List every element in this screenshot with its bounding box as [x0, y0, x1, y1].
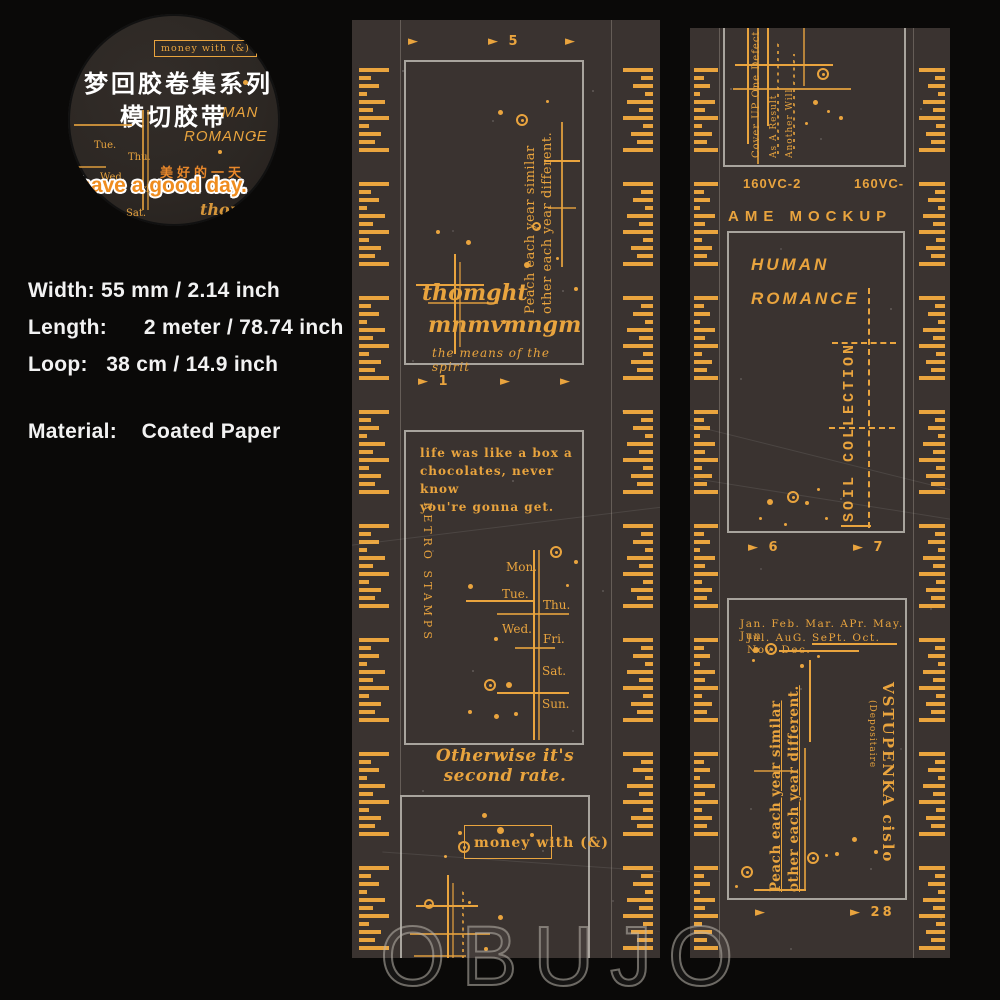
frame-marker: ► 5	[488, 34, 521, 49]
circle-dot	[516, 114, 528, 126]
months-line: Jan. Feb. Mar. APr. May. Jun	[740, 618, 904, 642]
badge-romance-text: ROMANCE	[184, 128, 268, 145]
stamp-frame-3: money with (&)	[400, 795, 608, 958]
circle-dot	[817, 68, 829, 80]
frame-marker: ►	[755, 905, 768, 920]
circle-dot	[550, 546, 562, 558]
perforation-marks-left	[694, 28, 718, 958]
vertical-quote: Peach each year similar other each year …	[768, 685, 802, 892]
perforation-marks-right	[917, 28, 945, 958]
circle-dot	[741, 866, 753, 878]
badge-day-label: Wed.	[100, 172, 125, 183]
circle-dot	[484, 679, 496, 691]
tape-roll-badge: money with (&) 梦回胶卷集系列 模切胶带 MAN ROMANCE …	[68, 14, 280, 226]
spec-length: Length: 2 meter / 78.74 inch	[28, 316, 344, 339]
badge-money-label: money with (&)	[154, 40, 257, 57]
badge-day-label: Fri.	[134, 184, 153, 195]
product-specs: Width: 55 mm / 2.14 inch Length: 2 meter…	[28, 272, 344, 450]
circle-dot	[458, 841, 470, 853]
quote-text: life was like a box a chocolates, never …	[420, 446, 573, 514]
day-label: Tue.	[502, 587, 529, 601]
circle-dot	[532, 222, 541, 231]
script-text: thomght	[422, 280, 528, 306]
vertical-label-soil-collection: SOIL COLLECTION	[841, 341, 858, 522]
vertical-label-retro-stamps: RETRO STAMPS	[421, 502, 434, 643]
day-label: Thu.	[543, 598, 571, 612]
frame-marker: ►	[500, 374, 513, 389]
grain-noise	[700, 48, 702, 50]
stamp-frame-4: Cover UP One Defect As A Result Another …	[723, 28, 906, 167]
day-label: Fri.	[543, 632, 565, 646]
brand-label: AME MOCKUP	[728, 208, 893, 225]
frame-marker: ►	[565, 34, 578, 49]
title-human: HUMAN	[751, 255, 830, 274]
vertical-label: As A Result	[769, 94, 779, 158]
frame-marker: ► 1	[418, 374, 451, 389]
day-label: Sun.	[542, 697, 570, 711]
vertical-label-vstupenka: VSTUPENKA cislo	[879, 682, 897, 864]
months-line: Jul. AuG. SePt. Oct. Nov. Dec.	[747, 632, 881, 656]
perforation-marks-left	[359, 20, 399, 958]
cursive-caption: Otherwise it's second rate.	[435, 746, 575, 786]
stamp-frame-6: Jan. Feb. Mar. APr. May. Jun Jul. AuG. S…	[727, 598, 907, 900]
frame-marker: ► 7	[853, 540, 886, 555]
tape-strip-left: ► ► 5 ► Peach each year similar other ea…	[352, 20, 660, 958]
code-label: 160VC-2	[743, 176, 802, 191]
code-label: 160VC-	[854, 176, 905, 191]
frame-marker: ► 28	[850, 905, 895, 920]
spec-material: Material: Coated Paper	[28, 420, 281, 443]
badge-goodday-en: have a good day.	[78, 174, 247, 197]
stamp-frame-5: HUMAN ROMANCE SOIL COLLECTION	[727, 231, 905, 533]
badge-script-text: mpns	[210, 218, 259, 226]
frame-marker: ► 6	[748, 540, 781, 555]
money-label: money with (&)	[474, 835, 610, 851]
badge-script-text: thomght	[200, 200, 277, 219]
stamp-frame-2: life was like a box a chocolates, never …	[404, 430, 584, 745]
frame-marker: ►	[560, 374, 573, 389]
badge-day-label: Thu.	[128, 152, 151, 163]
vertical-label-depositaire: (Depositaire	[867, 700, 877, 769]
badge-subtitle-cn: 模切胶带	[120, 104, 228, 131]
day-label: Sat.	[542, 664, 567, 678]
stamp-frame-1: Peach each year similar other each year …	[404, 60, 584, 374]
obujo-watermark: OBUJO	[379, 908, 750, 1000]
script-text-small: the means of the spirit	[432, 346, 550, 374]
tape-strip-right: Cover UP One Defect As A Result Another …	[690, 28, 950, 958]
badge-day-label: Sat.	[126, 208, 147, 219]
day-label: Wed.	[502, 622, 532, 636]
vertical-label: Another Will	[785, 88, 795, 158]
badge-series-title-cn: 梦回胶卷集系列	[84, 71, 273, 98]
circle-dot	[765, 643, 777, 655]
script-text: mnmvmngm	[428, 312, 582, 338]
badge-goodday-cn: 美好的一天	[160, 165, 246, 180]
circle-dot	[807, 852, 819, 864]
title-romance: ROMANCE	[751, 289, 860, 308]
badge-day-label: Tue.	[94, 140, 117, 151]
circle-dot	[787, 491, 799, 503]
grain-noise	[372, 30, 374, 32]
spec-width: Width: 55 mm / 2.14 inch	[28, 279, 281, 302]
day-label: Mon.	[506, 560, 538, 574]
frame-marker: ►	[408, 34, 421, 49]
badge-man-text: MAN	[222, 104, 259, 121]
spec-loop: Loop: 38 cm / 14.9 inch	[28, 353, 279, 376]
vertical-label: Cover UP One Defect	[751, 30, 762, 158]
perforation-marks-right	[613, 20, 653, 958]
